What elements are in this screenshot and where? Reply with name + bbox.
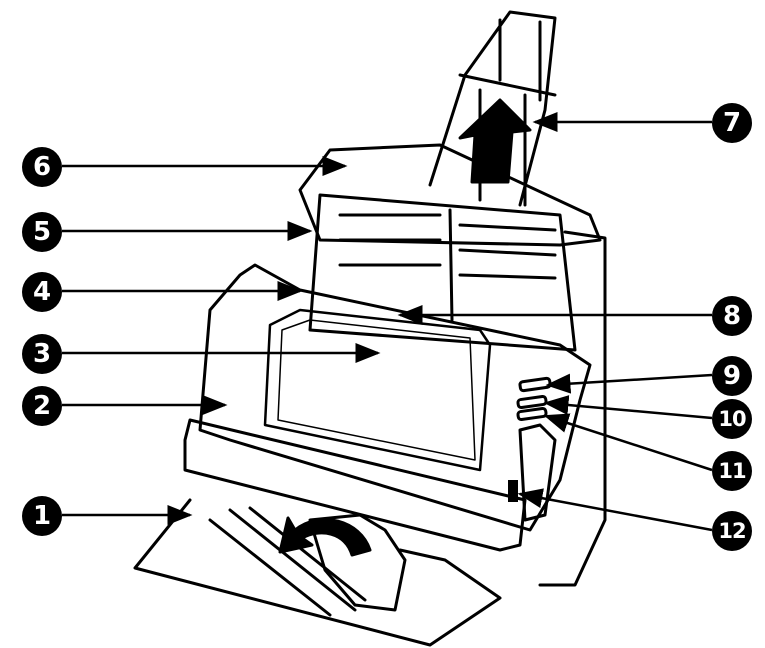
button-11 [516,406,548,422]
callout-badge-6: 6 [22,147,62,187]
button-10 [516,394,548,410]
callout-badge-9: 9 [712,356,752,396]
callout-badge-2: 2 [22,386,62,426]
callout-badge-1: 1 [22,496,62,536]
fold-arrow [278,516,372,557]
leader-10 [543,395,713,420]
tray-flap [308,513,407,612]
leader-11 [543,413,713,472]
callout-badge-3: 3 [22,334,62,374]
pull-up-arrow [458,98,532,184]
paper-chute [308,193,577,352]
callout-badge-10: 10 [712,399,752,439]
scanner-base [183,418,527,552]
callout-badge-8: 8 [712,296,752,336]
callout-badge-4: 4 [22,272,62,312]
callout-badge-5: 5 [22,212,62,252]
touch-panel [263,308,492,472]
button-9 [518,376,552,393]
output-tray [133,498,502,647]
leader-12 [517,488,713,532]
callout-badge-7: 7 [712,103,752,143]
callout-badge-12: 12 [712,511,752,551]
callout-badge-11: 11 [712,451,752,491]
scanner-side-panel [538,230,607,587]
leader-9 [545,373,713,394]
